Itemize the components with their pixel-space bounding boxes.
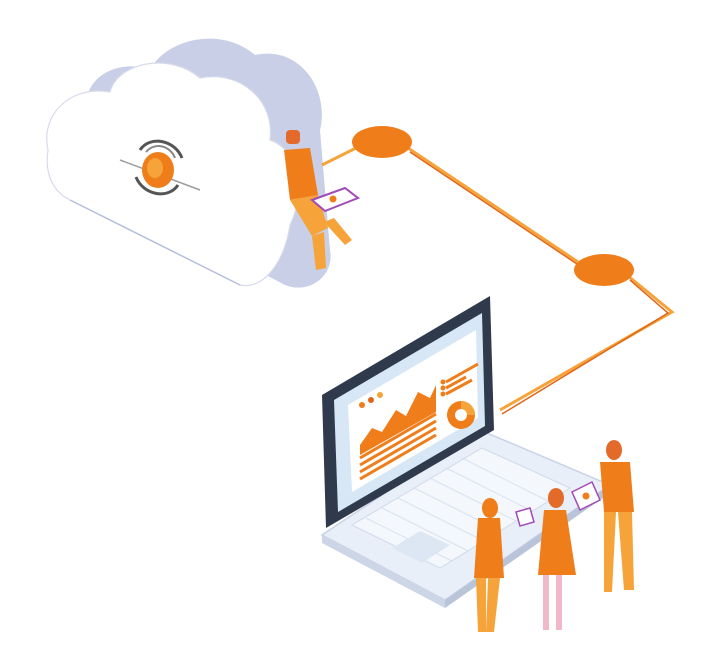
sync-target-icon [119, 139, 201, 196]
area-chart-icon [360, 385, 436, 455]
laptop-icon [320, 296, 612, 608]
network-node [352, 126, 412, 158]
person-with-tablet [284, 130, 361, 270]
dashboard [359, 362, 479, 481]
pie-chart-icon [582, 492, 590, 500]
phone-icon [515, 507, 535, 527]
man-with-tablet [571, 440, 634, 592]
network-node [574, 254, 634, 286]
network-connection [321, 126, 675, 415]
pie-chart-icon [329, 195, 337, 203]
cloud-icon [46, 38, 331, 288]
woman-with-phone [474, 498, 504, 632]
pie-chart-icon [447, 401, 475, 429]
woman-in-dress [515, 488, 576, 630]
